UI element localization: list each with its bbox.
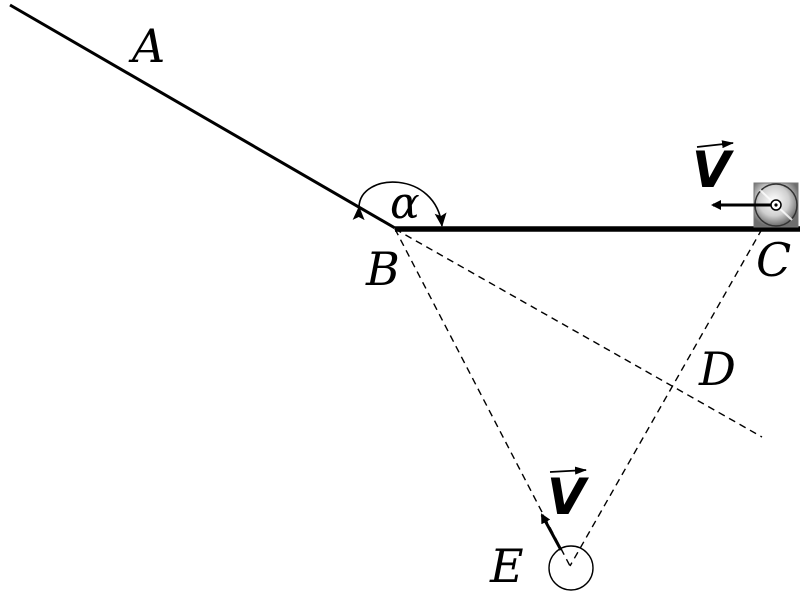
vector-v-label-c: V [692, 141, 734, 199]
velocity-arrow-e [540, 513, 563, 551]
point-label-d: D [698, 342, 736, 396]
dashed-line-bd [394, 228, 763, 438]
point-label-b: B [365, 242, 400, 296]
angle-arc [352, 181, 447, 227]
dashed-line-be [394, 228, 571, 567]
vector-v-label-e: V [547, 468, 589, 526]
line-ab [9, 3, 396, 230]
angle-label-alpha: α [390, 178, 420, 229]
vector-label-c: V [692, 140, 734, 199]
point-label-a: A [128, 19, 165, 73]
circle-icon [548, 545, 594, 591]
point-label-e: E [489, 539, 524, 593]
vector-overarrow-c [696, 140, 734, 149]
dashed-line-ce [569, 228, 763, 567]
vector-overarrow-e [549, 466, 587, 475]
point-label-c: C [756, 233, 791, 287]
vector-label-e: V [547, 466, 589, 526]
